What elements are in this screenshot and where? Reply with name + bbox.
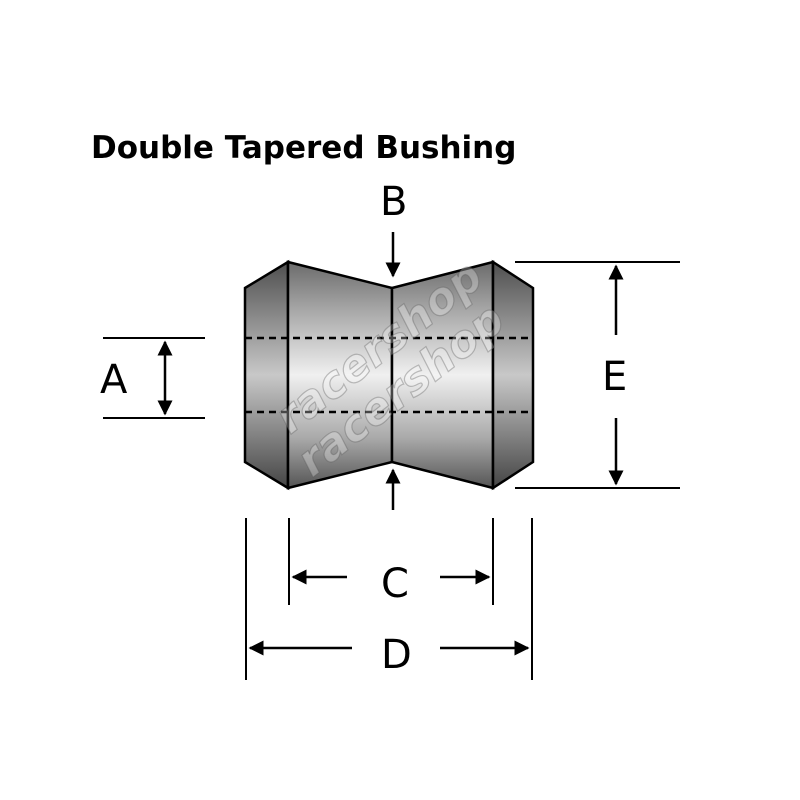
dimension-b: B <box>380 179 407 510</box>
dimension-e-label: E <box>602 354 627 400</box>
dimension-d-label: D <box>381 632 412 678</box>
dimension-a-label: A <box>100 357 128 403</box>
dimension-c: C <box>288 518 494 607</box>
dimension-a: A <box>100 337 205 419</box>
dimension-d: D <box>245 518 533 680</box>
bushing-body <box>243 259 535 491</box>
dimension-c-label: C <box>381 561 409 607</box>
dimension-e: E <box>515 261 680 489</box>
diagram-title: Double Tapered Bushing <box>91 130 516 166</box>
dimension-b-label: B <box>380 179 407 225</box>
